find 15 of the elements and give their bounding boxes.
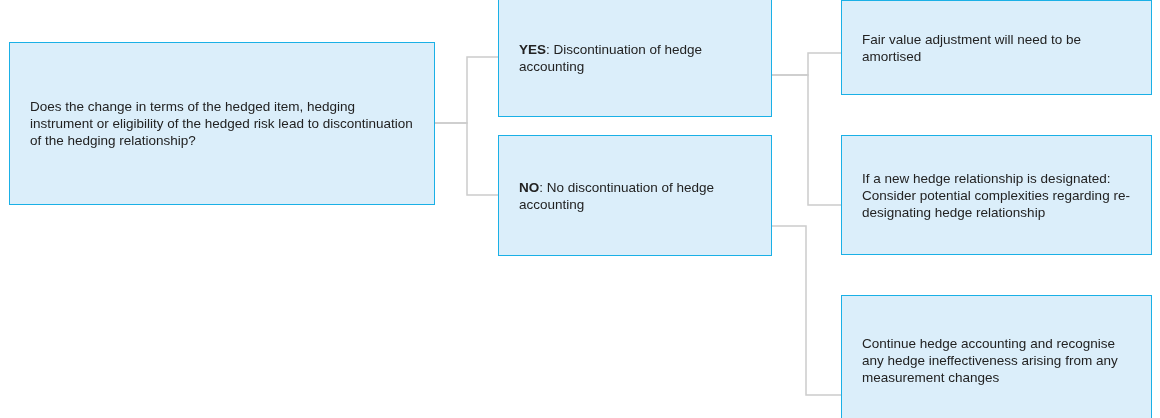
box-text: NO: No discontinuation of hedge accounting — [519, 178, 716, 213]
connector-line — [434, 122, 499, 196]
box-text: If a new hedge relationship is designated: Consider potential complexities regarding re-designating hedge relationship — [862, 169, 1131, 221]
process-box — [498, 135, 772, 256]
process-box — [841, 135, 1152, 255]
process-box — [9, 42, 435, 205]
process-box — [841, 0, 1152, 95]
box-text: Fair value adjustment will need to be amortised — [862, 30, 1083, 65]
box-text: Continue hedge accounting and recognise any hedge ineffectiveness arising from any measurement changes — [862, 334, 1119, 386]
connector-line — [771, 74, 842, 206]
process-box — [841, 295, 1152, 418]
connector-line — [771, 225, 842, 396]
process-box — [498, 0, 772, 117]
box-text: YES: Discontinuation of hedge accounting — [519, 40, 704, 75]
box-text: Does the change in terms of the hedged item, hedging instrument or eligibility of the hedged risk lead to discontinuation of the hedging relationship? — [30, 98, 414, 149]
